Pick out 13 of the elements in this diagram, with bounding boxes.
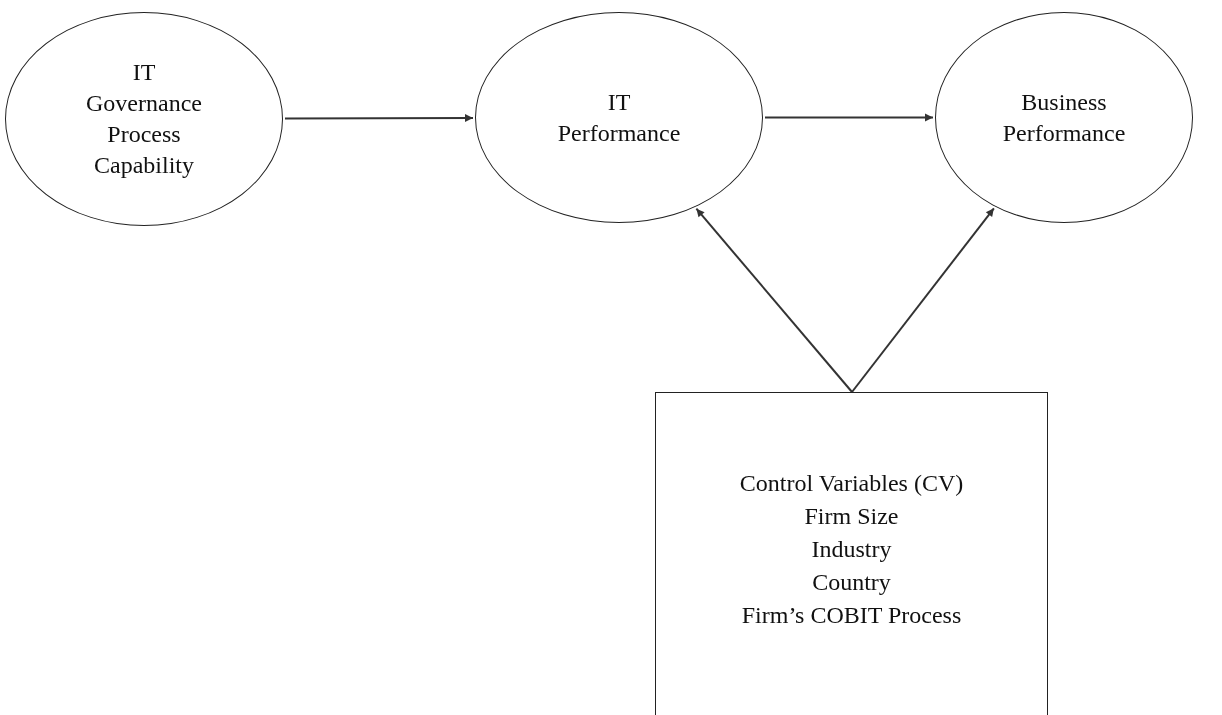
variables-box — [655, 392, 1048, 715]
box-text: Industry — [811, 535, 892, 564]
construct-label: Business Performance — [1001, 87, 1127, 148]
box-text: Country — [812, 568, 891, 597]
box-text: Control Variables (CV) — [739, 469, 964, 498]
arrow — [695, 207, 853, 393]
arrow — [764, 113, 934, 122]
arrow — [851, 207, 995, 393]
construct-label: IT Performance — [556, 87, 682, 148]
box-text: Firm Size — [804, 502, 899, 531]
construct-label: IT Governance Process Capability — [85, 58, 203, 180]
arrow — [284, 114, 474, 122]
box-text: Firm’s COBIT Process — [741, 601, 962, 630]
